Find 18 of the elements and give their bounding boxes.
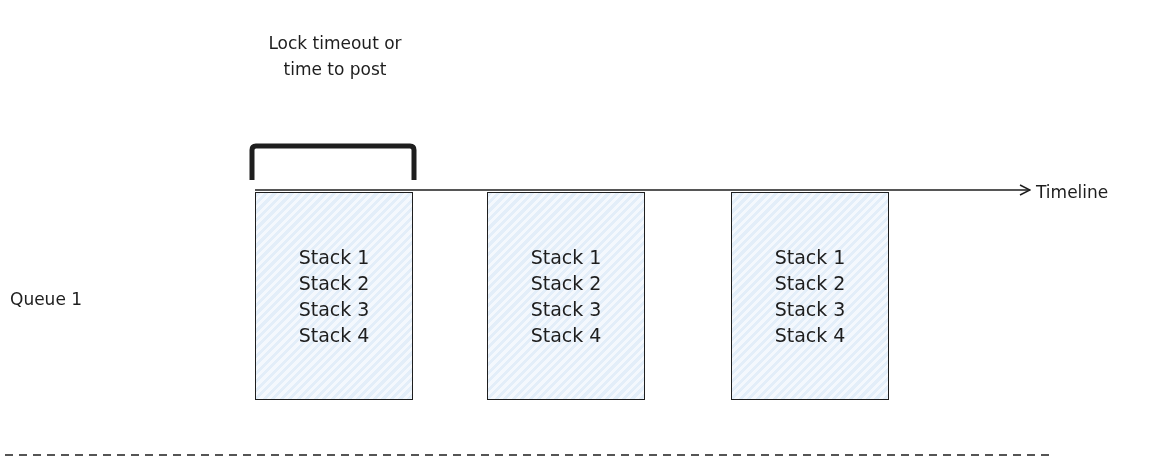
annotation-text: Lock timeout or time to post [267, 32, 403, 81]
stack-label: Stack 2 [298, 271, 370, 296]
stack-label: Stack 3 [298, 297, 370, 322]
stack-label: Stack 3 [530, 297, 602, 322]
stack-label: Stack 2 [530, 271, 602, 296]
stack-label: Stack 4 [774, 323, 846, 348]
stack-label: Stack 3 [774, 297, 846, 322]
stack-label: Stack 4 [298, 323, 370, 348]
stack-label: Stack 1 [774, 245, 846, 270]
stack-label: Stack 4 [530, 323, 602, 348]
stack-box [255, 192, 413, 400]
row-label: Queue 1 [10, 288, 84, 311]
stack-box [731, 192, 889, 400]
stack-box [487, 192, 645, 400]
stack-label: Stack 2 [774, 271, 846, 296]
stack-label: Stack 1 [530, 245, 602, 270]
axis-label: Timeline [1036, 181, 1110, 204]
stack-label: Stack 1 [298, 245, 370, 270]
